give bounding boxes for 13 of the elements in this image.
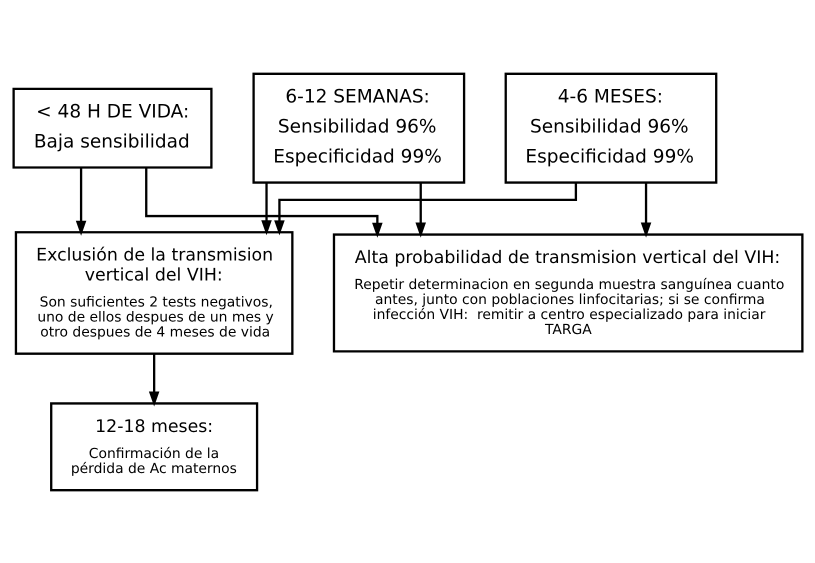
node-box: Alta probabilidad de transmision vertical del VIH: Repetir determinacion en segunda muestra sanguínea cuanto antes, junto con poblaciones linfocitarias; si se confirma infección VIH: remitir a centro especializado para iniciar TARGA <box>332 232 804 352</box>
arrow <box>260 182 272 235</box>
arrow <box>75 167 86 236</box>
arrow <box>274 182 577 235</box>
node-box: 4-6 MESES: Sensibilidad 96% Especificidad 99% <box>504 72 717 184</box>
arrow <box>144 168 382 238</box>
node-box: < 48 H DE VIDA: Baja sensibilidad <box>12 87 212 168</box>
arrow <box>640 182 651 238</box>
arrow <box>148 353 159 406</box>
node-box: 12-18 meses: Confirmación de la pérdida de Ac maternos <box>50 402 258 491</box>
node-box: Exclusión de la transmision vertical del VIH: Son suficientes 2 tests negativos, uno de ellos despues de un mes y otro despues de 4 meses de vida <box>14 230 293 354</box>
node-box: 6-12 SEMANAS: Sensibilidad 96% Especificidad 99% <box>252 72 465 184</box>
arrow <box>414 182 426 238</box>
